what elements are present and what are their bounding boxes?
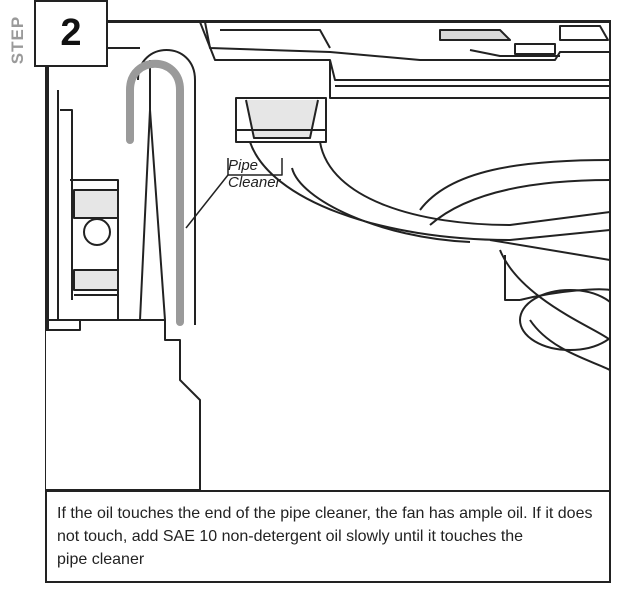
caption-line-1: If the oil touches the end of the pipe c…: [57, 505, 593, 522]
caption-line-3: pipe cleaner: [57, 551, 145, 568]
callout-line-1: Pipe: [228, 157, 259, 174]
pipe-cleaner-label: Pipe Cleaner: [228, 157, 290, 191]
caption-line-2: not touch, add SAE 10 non-detergent oil …: [57, 528, 524, 545]
fan-arm: [249, 141, 610, 371]
pipe-cleaner: [126, 59, 184, 326]
instruction-caption: If the oil touches the end of the pipe c…: [45, 490, 611, 583]
callout-pointer: [185, 158, 283, 229]
mount-block: [235, 97, 327, 143]
step-number-box: 2: [34, 0, 108, 67]
step-side-text: STEP: [8, 15, 27, 65]
top-housing: [46, 21, 610, 99]
callout-line-2: Cleaner: [228, 174, 281, 191]
step-side-label: STEP: [6, 8, 28, 68]
bearing-stack: [47, 60, 119, 330]
bearing-post: [46, 49, 201, 490]
step-number: 2: [60, 12, 82, 54]
